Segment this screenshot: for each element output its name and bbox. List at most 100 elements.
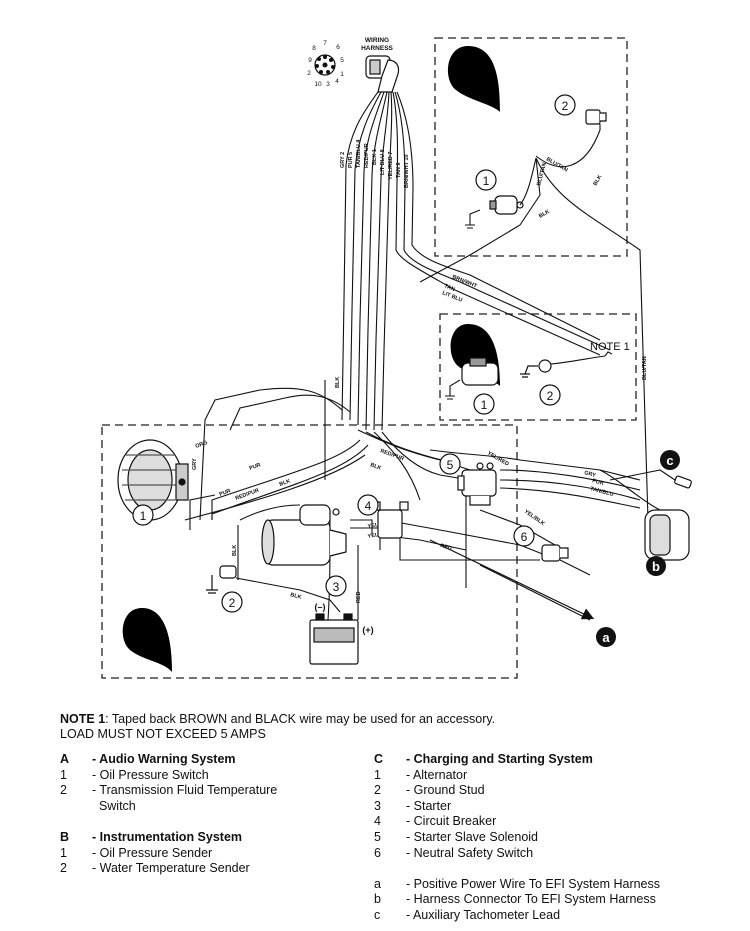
callout-letter-a: a (596, 627, 616, 647)
harness-pin-face (314, 54, 336, 76)
box-instrumentation (439, 313, 637, 421)
battery-negative: (–) (315, 602, 326, 612)
pin-number: 3 (326, 81, 330, 88)
wire-label: PUR (249, 462, 262, 472)
legend-key: c (374, 907, 381, 922)
wire-label: BLK (593, 174, 604, 187)
legend-item: 1 - Oil Pressure Sender (60, 846, 350, 862)
wire-label: TAN/BLU (589, 486, 613, 498)
callout-c4: 4 (357, 494, 379, 516)
box-audio-warning (434, 37, 628, 257)
transmission-temp-switch (585, 109, 607, 125)
water-temp-sender (520, 359, 552, 378)
legend-key: 2 (374, 783, 381, 798)
wire-label: BLK (289, 592, 301, 601)
wire-label: BLK (279, 478, 292, 488)
pin-number: 9 (308, 57, 312, 64)
oil-pressure-sender (461, 357, 499, 386)
wire-label: RED/PUR (364, 143, 370, 168)
callout-number: 2 (229, 596, 236, 610)
legend-key (60, 814, 92, 830)
legend-key (374, 861, 406, 877)
legend-key: B (60, 829, 70, 844)
callout-c2: 2 (221, 591, 243, 613)
callout-letter-c: c (660, 450, 680, 470)
battery (309, 613, 359, 665)
oil-pressure-switch (489, 195, 524, 215)
callout-b2: 2 (539, 384, 561, 406)
legend-key: 2 (60, 861, 67, 876)
pin-number: 2 (307, 70, 311, 77)
legend-key: 6 (374, 845, 381, 860)
legend-item: 2- Ground Stud (374, 783, 724, 799)
wire-label: GRY 2 (340, 152, 346, 168)
legend-item: 5- Starter Slave Solenoid (374, 830, 724, 846)
wire-label: BLK (538, 209, 551, 220)
legend-text: - Instrumentation System (92, 829, 243, 844)
pin-number: 7 (323, 40, 327, 47)
alternator (117, 439, 189, 521)
legend-text: - Alternator (406, 767, 468, 782)
legend-key: 3 (374, 798, 381, 813)
callout-c5: 5 (439, 453, 461, 475)
wire-label: LIT BLU 8 (380, 149, 386, 175)
callout-number: 3 (333, 580, 340, 594)
harness-connector (365, 55, 400, 93)
legend-text: Switch (92, 798, 136, 813)
callout-letter: a (602, 630, 610, 645)
wire-label: GRY (583, 470, 596, 479)
note-1: NOTE 1: Taped back BROWN and BLACK wire … (60, 712, 700, 742)
legend-item: 1 - Alternator (374, 768, 724, 784)
legend-text: - Auxiliary Tachometer Lead (406, 907, 561, 922)
legend-item: 1 - Oil Pressure Switch (60, 768, 350, 784)
callout-a2: 2 (554, 94, 576, 116)
wire-label: GRY (192, 458, 198, 470)
note-callout: NOTE 1 (590, 341, 630, 353)
callout-b1: 1 (473, 393, 495, 415)
system-c-marker (122, 608, 172, 672)
legend-item: b- Harness Connector To EFI System Harne… (374, 892, 724, 908)
legend-text: - Positive Power Wire To EFI System Harn… (406, 876, 661, 891)
wire-bundle (341, 91, 611, 431)
legend-item: Switch (60, 799, 350, 815)
callout-number: 6 (521, 530, 528, 544)
harness-label: WIRING (365, 37, 389, 44)
callout-c1: 1 (132, 504, 154, 526)
wire-label: PUR 5 (348, 152, 354, 168)
callout-number: 2 (547, 389, 554, 403)
legend-key: 1 (60, 845, 67, 860)
callout-c6: 6 (513, 525, 535, 547)
efi-harness-connector (644, 509, 690, 561)
callout-number: 4 (365, 499, 372, 513)
wire-label: PUR (219, 488, 232, 498)
legend-key: 1 (60, 767, 67, 782)
legend-item: 3 - Starter (374, 799, 724, 815)
system-a-marker (447, 46, 500, 112)
legend-key: C (374, 752, 384, 766)
legend-text: - Oil Pressure Switch (92, 767, 209, 782)
pin-number: 5 (340, 57, 344, 64)
pin-number: 8 (312, 45, 316, 52)
pin-number: 1 (340, 71, 344, 78)
starter (261, 504, 347, 566)
legend-heading: C- Charging and Starting System (374, 752, 724, 768)
wire-label: PUR (591, 478, 604, 487)
callout-number: 1 (483, 174, 490, 188)
legend-key: 5 (374, 829, 381, 844)
ground-stud (206, 565, 237, 594)
legend-item (60, 814, 350, 830)
positive-power-arrow (429, 539, 595, 620)
wire-label: BLK (232, 545, 238, 556)
legend-text: - Starter (406, 798, 452, 813)
wire-label: TAN/BLU 4 (356, 139, 362, 168)
legend-key: 1 (374, 767, 381, 782)
callout-letter: b (652, 559, 660, 574)
legend-key: a (374, 876, 381, 891)
wire-label: BRN/WHT 10 (404, 154, 410, 188)
callout-letter: c (666, 453, 673, 468)
legend-text: - Oil Pressure Sender (92, 845, 213, 860)
wire-label: TAN 9 (396, 163, 402, 178)
wire-label: YEL/RED 7 (388, 152, 394, 180)
starter-slave-solenoid (457, 462, 497, 506)
